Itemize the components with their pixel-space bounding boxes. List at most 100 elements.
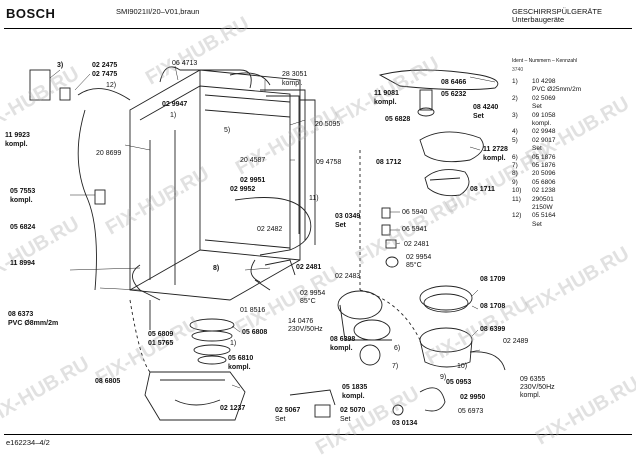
pump-motor: [337, 290, 392, 366]
legend-part-number: PVC Ø25mm/2m: [532, 86, 582, 94]
legend-part-number: 2150W: [532, 204, 553, 211]
part-label: 06 4713: [172, 60, 198, 67]
part-label: 01 5765: [148, 340, 174, 347]
part-label: 85°C: [406, 262, 422, 269]
part-label: 08 6399: [480, 326, 506, 333]
legend-row: kompl.: [512, 120, 551, 127]
part-label: 02 5067: [275, 407, 301, 414]
legend-ref-number: 6): [512, 153, 518, 161]
part-label: 08 6805: [95, 378, 121, 385]
part-label: 28 3051: [282, 71, 308, 78]
part-label: 01 8516: [240, 307, 266, 314]
part-label: 02 9954: [300, 290, 326, 297]
legend-row: Set: [512, 145, 542, 152]
part-label: 11 9923: [5, 132, 30, 139]
part-label: 11 2728: [483, 146, 508, 153]
part-label: PVC Ø8mm/2m: [8, 320, 59, 327]
legend-row: 7)05 1876: [512, 162, 556, 169]
part-label: 02 2475: [92, 62, 118, 69]
part-label: 05 6810: [228, 355, 254, 362]
part-label: 05 1835: [342, 384, 368, 391]
legend-row: 2)02 5069: [512, 95, 556, 102]
legend-row: 12)05 5164: [512, 212, 556, 219]
part-label: 20 8699: [96, 150, 122, 157]
part-label: 85°C: [300, 298, 316, 305]
bottom-fittings: [289, 387, 446, 418]
sump-unit: [144, 371, 246, 421]
part-label: 05 6828: [385, 116, 411, 123]
legend-part-number: 05 6806: [532, 178, 556, 186]
part-label: 7): [392, 363, 399, 370]
legend-ref-number: 1): [512, 78, 518, 85]
brand-logo-text: BOSCH: [6, 6, 56, 21]
legend-ref-number: 4): [512, 128, 518, 136]
part-label: 02 2483: [335, 273, 361, 280]
legend-row: 11) 290501: [512, 196, 554, 203]
part-label: 20 5095: [315, 121, 341, 128]
legend-ref-number: 8): [512, 170, 518, 178]
legend-row: 10)02 1238: [512, 187, 556, 194]
part-label: 08 6398: [330, 336, 356, 343]
part-label: 06 5941: [402, 226, 428, 233]
part-label: 02 9952: [230, 186, 256, 193]
part-label: 05 6808: [242, 329, 268, 336]
part-label: 05 6824: [10, 224, 36, 231]
part-label: 11 8994: [10, 260, 35, 267]
footer-divider: [4, 434, 632, 435]
part-label: Set: [275, 416, 286, 423]
legend-part-number: 09 1058: [532, 111, 556, 119]
part-label: 11): [309, 195, 319, 202]
part-label: 5): [224, 127, 231, 134]
part-label: 09 4758: [316, 159, 342, 166]
part-label: 08 6466: [441, 79, 467, 86]
part-label: Set: [335, 222, 346, 229]
top-hoses: [77, 66, 271, 291]
part-label: 02 9947: [162, 101, 188, 108]
legend-row: 5) 02 9017: [512, 137, 556, 144]
legend-ref-number: 5): [512, 136, 518, 144]
part-label: 1): [230, 340, 237, 347]
category-subtitle: Unterbaugeräte: [512, 15, 565, 24]
part-label: 02 2489: [503, 338, 529, 345]
part-label: 05 7553: [10, 188, 36, 195]
part-label: kompl.: [342, 393, 365, 400]
part-label: 02 2482: [257, 226, 283, 233]
legend-part-number: 20 5096: [532, 170, 556, 178]
legend-row: 1) 10 4298: [512, 78, 556, 85]
legend-part-number: 05 1876: [532, 162, 556, 169]
legend-tag: 3740: [512, 67, 524, 73]
category-title: GESCHIRRSPÜLGERÄTE: [512, 7, 603, 16]
header-divider: [4, 28, 632, 29]
part-label: kompl.: [330, 345, 353, 352]
legend-part-number: 290501: [532, 195, 554, 203]
part-label: 03 0134: [392, 420, 418, 427]
part-label: 03 0349: [335, 213, 361, 220]
part-label: 1): [170, 112, 177, 119]
part-label: 08 1709: [480, 276, 506, 283]
right-rings: [419, 285, 506, 371]
filter-assembly: [419, 131, 484, 197]
part-label: 02 9951: [240, 177, 266, 184]
legend-ref-number: 11): [512, 195, 521, 203]
part-label: kompl.: [10, 197, 33, 204]
part-label: 06 5940: [402, 209, 428, 216]
base-outline: [129, 150, 421, 373]
legend-ref-number: 10): [512, 187, 522, 195]
legend-part-number: Set: [532, 220, 542, 228]
part-label: 08 6373: [8, 311, 34, 318]
part-label: 02 2481: [404, 241, 430, 248]
part-label: Set: [340, 416, 351, 423]
part-label: 20 4587: [240, 157, 266, 164]
part-label: 10): [457, 363, 468, 370]
legend-part-number: 02 9017: [532, 136, 556, 144]
legend-part-number: 10 4298: [532, 78, 556, 85]
part-label: 8): [213, 265, 220, 272]
part-label: 05 0953: [446, 379, 472, 386]
part-label: 08 4240: [473, 104, 499, 111]
legend-part-number: 02 5069: [532, 94, 556, 102]
legend-row: 4)02 9948: [512, 128, 556, 135]
legend-part-number: Set: [532, 103, 542, 111]
part-label: 02 1237: [220, 405, 246, 412]
part-label: 6): [394, 345, 401, 352]
upper-spray-arm: [378, 69, 499, 117]
